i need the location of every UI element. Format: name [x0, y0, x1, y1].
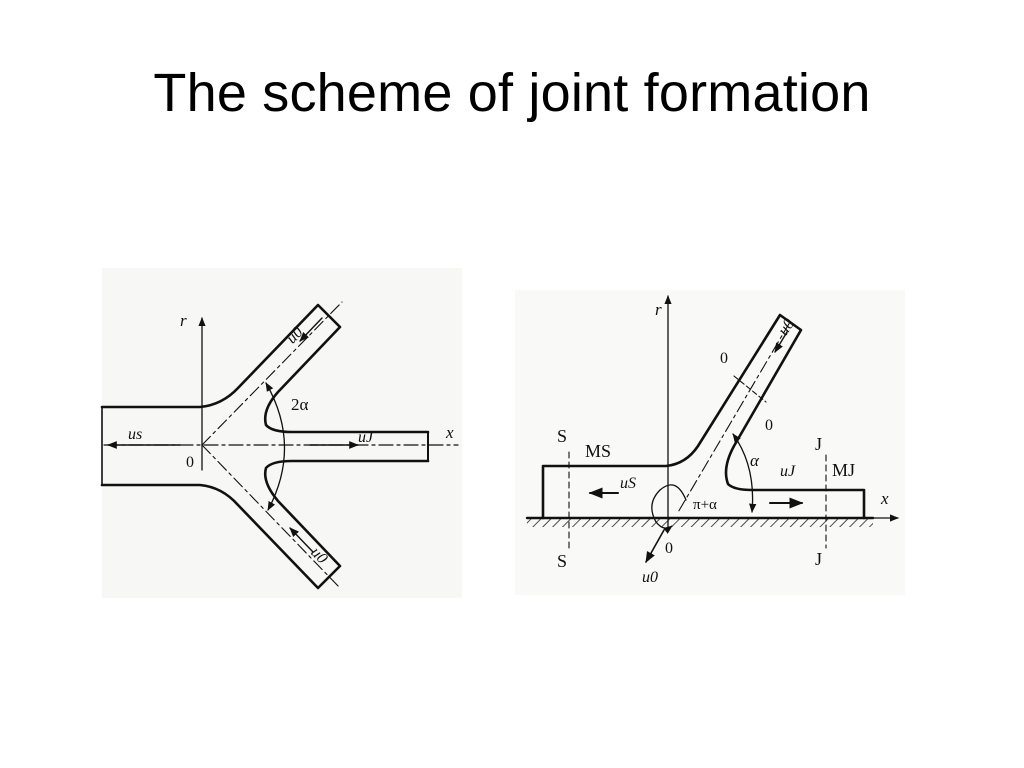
right-section-j-bottom-label: J [815, 549, 822, 569]
right-pi-alpha-label: π+α [693, 497, 717, 513]
left-u0-top-arrow [299, 317, 323, 342]
right-uj-label: uJ [780, 463, 796, 480]
left-r-label: r [180, 311, 187, 330]
left-lower-centerline [201, 444, 341, 589]
right-r-label: r [655, 300, 662, 319]
left-origin-label: 0 [186, 454, 194, 471]
left-x-label: x [445, 423, 454, 442]
right-section-s-bottom-label: S [557, 551, 567, 571]
right-alpha-label: α [750, 451, 760, 470]
right-alpha-arc [732, 433, 757, 513]
right-ground-hatch [527, 518, 873, 527]
right-ms-label: MS [585, 441, 611, 461]
right-u0-bottom-label: u0 [642, 569, 658, 586]
right-incoming-centerline [676, 321, 791, 515]
slide-title: The scheme of joint formation [153, 63, 871, 123]
right-x-label: x [880, 489, 889, 508]
right-section-j-top-label: J [815, 434, 822, 454]
left-diagram [100, 301, 459, 590]
left-upper-centerline [201, 301, 343, 446]
right-zero-b-label: 0 [765, 417, 773, 434]
left-angle-label: 2α [291, 395, 309, 414]
right-origin-label: 0 [665, 540, 673, 557]
right-section-s-top-label: S [557, 426, 567, 446]
right-diagram [525, 295, 899, 563]
right-section-zero [733, 375, 767, 403]
right-scan-background [515, 290, 905, 595]
right-u0-bottom-arrow [645, 529, 665, 563]
right-mj-label: MJ [832, 460, 855, 480]
left-uj-label: uJ [358, 429, 374, 446]
right-u0-top-label: u0 [775, 316, 798, 339]
right-zero-a-label: 0 [720, 350, 728, 367]
right-u0-top-arrow [774, 331, 788, 353]
right-pi-alpha-arc [651, 484, 687, 534]
right-us-label: uS [620, 475, 636, 492]
left-u0-bottom-arrow [289, 527, 314, 553]
left-us-label: us [128, 426, 142, 443]
left-angle-arc [265, 382, 286, 511]
